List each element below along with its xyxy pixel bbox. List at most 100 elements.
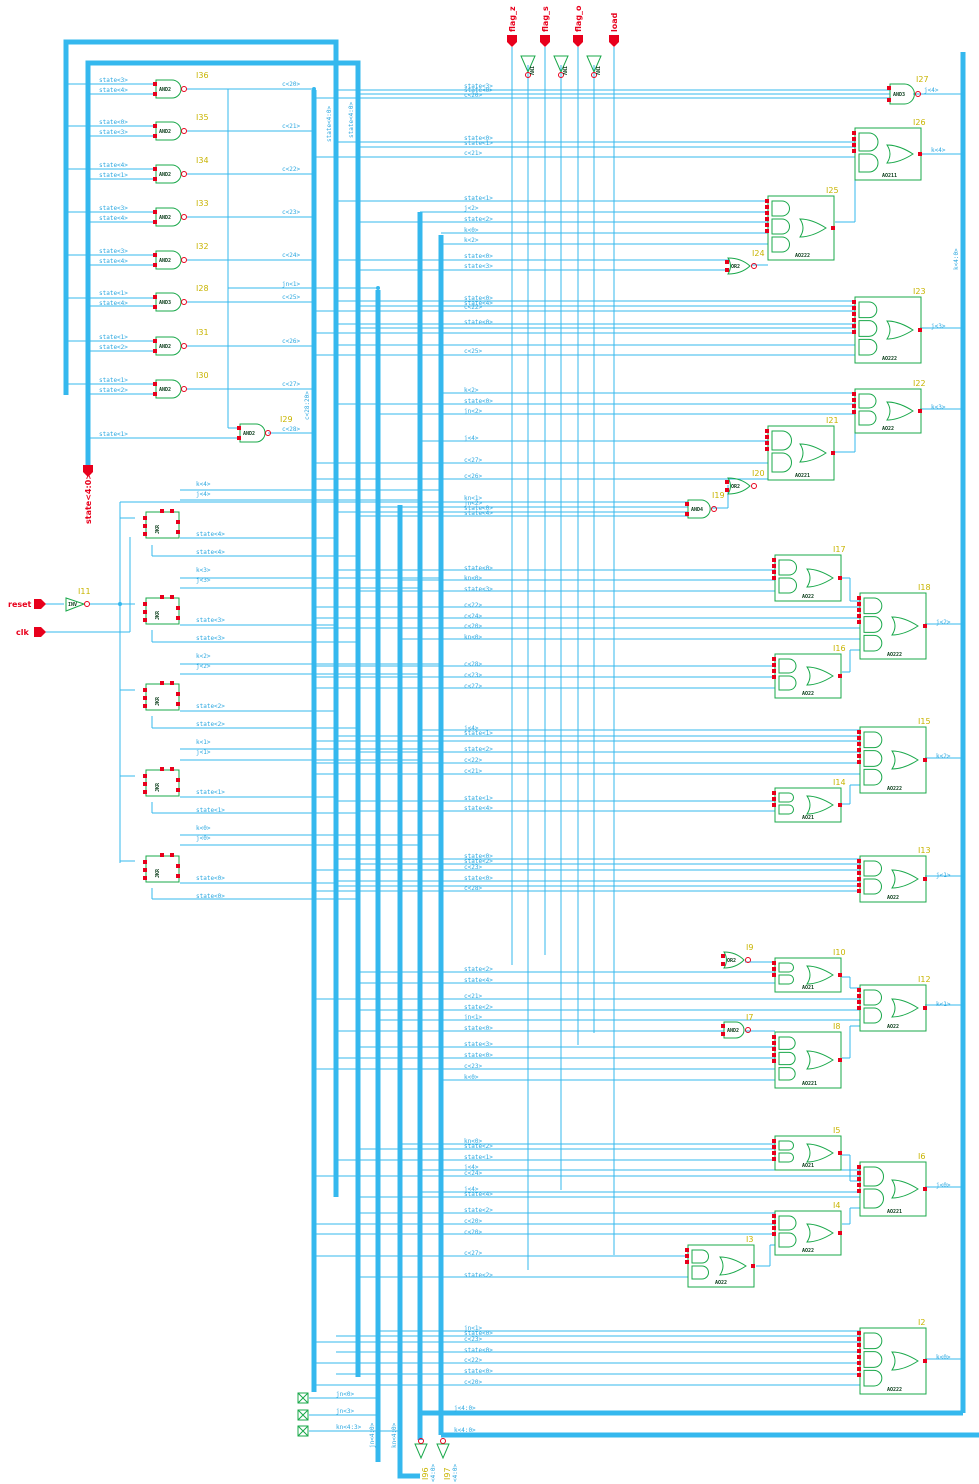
gate-body — [727, 477, 751, 495]
net-label: state<4> — [99, 87, 128, 94]
gate-instance-label: I28 — [196, 284, 209, 293]
net-label: c<22> — [464, 1357, 482, 1364]
flipflop-pin — [143, 860, 147, 864]
gate-instance-label: I6 — [918, 1152, 925, 1161]
pin-kn43[interactable]: kn<4:3> — [297, 1424, 362, 1437]
and-stage — [778, 1051, 796, 1066]
input-pin — [852, 324, 856, 328]
net-label: state<1> — [464, 1154, 493, 1161]
output-net-label: j<1> — [936, 872, 951, 879]
input-pin — [153, 349, 157, 353]
net-label: c<20> — [464, 1229, 482, 1236]
gate-body — [859, 726, 927, 794]
logic-gate-i23[interactable]: AO222I23state<0>state<4>c<22>state<0>c<2… — [464, 287, 946, 364]
gate-type-label: AND2 — [159, 129, 171, 135]
port-flag-z[interactable]: flag_z — [507, 6, 517, 47]
gate-type-label: AO22 — [802, 691, 814, 697]
net-label: state<1> — [464, 195, 493, 202]
port-state-bus[interactable]: state<4:0> — [83, 465, 93, 524]
output-pin — [181, 386, 187, 392]
gate-type-label: AND2 — [243, 431, 255, 437]
or-stage — [806, 965, 834, 985]
net-label: state<0> — [464, 505, 493, 512]
net-label: state<4> — [464, 510, 493, 517]
port-reset[interactable]: reset — [8, 599, 46, 609]
flipflop-pin — [176, 520, 180, 524]
net-label: state<4> — [464, 977, 493, 984]
port-load[interactable]: load — [609, 12, 619, 47]
flipflop-body — [145, 597, 180, 625]
net-label: k<0> — [464, 227, 479, 234]
and-stage — [771, 430, 792, 451]
gate-instance-label: I33 — [196, 199, 209, 208]
net-label: state<4> — [99, 162, 128, 169]
input-pin — [721, 962, 725, 966]
gate-instance-label: I16 — [833, 644, 846, 653]
input-pin — [857, 1183, 861, 1187]
and-stage — [778, 1215, 797, 1231]
pin-jn0[interactable]: jn<0> — [297, 1391, 354, 1404]
logic-gate-i15[interactable]: AO222I15j<4>state<1>state<2>c<22>c<21>k<… — [464, 717, 951, 794]
flipflop-pin — [176, 864, 180, 868]
output-pin — [918, 152, 922, 156]
port-flag-o[interactable]: flag_o — [573, 5, 583, 47]
input-pin — [772, 791, 776, 795]
output-net-label: j<2> — [936, 619, 951, 626]
output-pin — [181, 86, 187, 92]
input-pin — [153, 167, 157, 171]
logic-gate-i13[interactable]: AO22I13state<0>state<2>c<23>state<0>c<28… — [464, 846, 951, 903]
output-pin — [745, 957, 751, 963]
input-pin — [721, 954, 725, 958]
logic-gate-i2[interactable]: AO222I2jn<1>state<0>c<23>state<0>c<22>st… — [464, 1318, 951, 1395]
net-label: jn<2> — [464, 500, 482, 507]
net-label: jn<2> — [464, 408, 482, 415]
net-label: state<0> — [464, 1330, 493, 1337]
pin-jn3[interactable]: jn<3> — [297, 1408, 354, 1421]
port-flag-s[interactable]: flag_s — [540, 6, 550, 47]
input-pin — [685, 502, 689, 506]
label-kn-bus: kn<4:0> — [391, 1422, 398, 1448]
port-clk[interactable]: clk — [16, 627, 46, 637]
output-pin — [181, 128, 187, 134]
inverter-flag-z: INV — [520, 55, 536, 78]
net-label: j<4> — [196, 491, 211, 498]
and-stage — [863, 768, 883, 786]
gate-type-label: AND2 — [159, 258, 171, 264]
gate-type-label: AO21 — [802, 985, 814, 991]
